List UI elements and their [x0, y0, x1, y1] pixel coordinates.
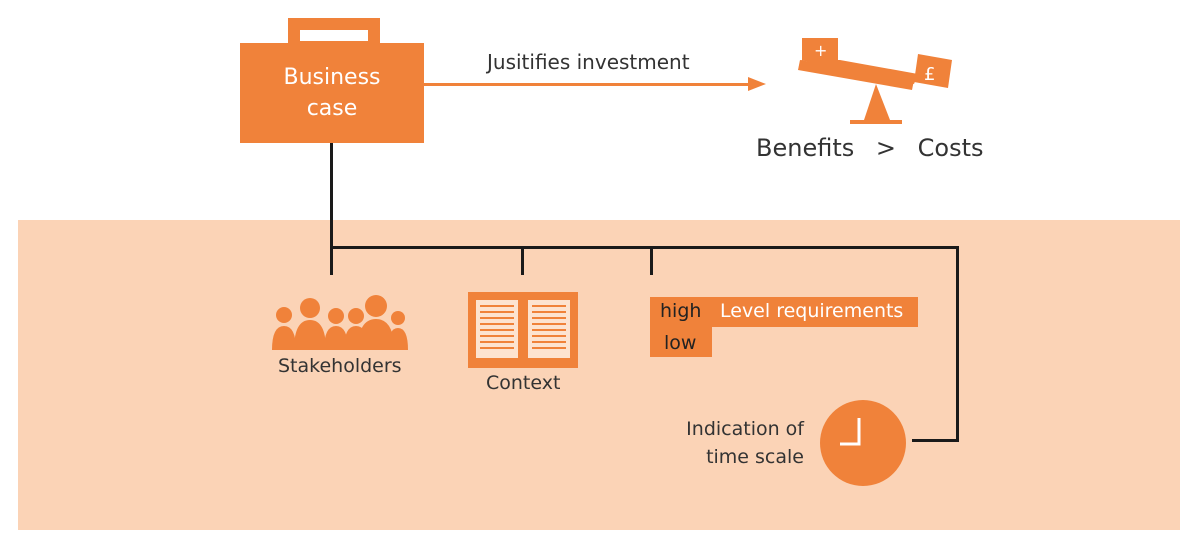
- requirements-low-bar: [650, 327, 712, 357]
- greater-than-sign: >: [875, 134, 896, 162]
- connector-timescale-horizontal: [912, 439, 959, 442]
- briefcase-handle-hole: [300, 30, 368, 41]
- business-case-label-line2: case: [306, 96, 358, 121]
- stakeholders-label: Stakeholders: [278, 355, 402, 377]
- connector-trunk: [330, 143, 333, 275]
- investment-arrow: [424, 83, 754, 86]
- business-case-label-line1: Business: [283, 65, 381, 90]
- timescale-line1: Indication of: [686, 418, 804, 440]
- arrow-head: [748, 77, 766, 91]
- costs-label: Costs: [917, 134, 984, 162]
- connector-timescale-vertical: [956, 246, 959, 442]
- requirements-label: Level requirements: [720, 300, 904, 322]
- balance-scale-icon: + £: [798, 38, 952, 124]
- background-panel: [18, 220, 1180, 530]
- stakeholders-icon: [272, 295, 408, 350]
- connector-context: [521, 246, 524, 275]
- book-icon: [468, 292, 578, 368]
- requirements-high: high: [660, 300, 702, 322]
- context-label: Context: [486, 372, 561, 394]
- connector-horizontal: [330, 246, 959, 249]
- arrow-label: Jusitifies investment: [487, 50, 690, 74]
- scale-plus: +: [814, 41, 827, 60]
- requirements-high-bar: [650, 297, 918, 327]
- benefits-label: Benefits: [756, 134, 855, 162]
- timescale-label: Indication of time scale: [670, 415, 804, 471]
- business-case-box: Business case: [240, 43, 424, 143]
- clock-icon: [820, 400, 906, 486]
- scale-pound: £: [924, 64, 935, 85]
- benefits-costs: Benefits > Costs: [756, 134, 984, 162]
- requirements-low: low: [664, 332, 697, 354]
- timescale-line2: time scale: [706, 446, 804, 468]
- connector-requirements: [650, 246, 653, 275]
